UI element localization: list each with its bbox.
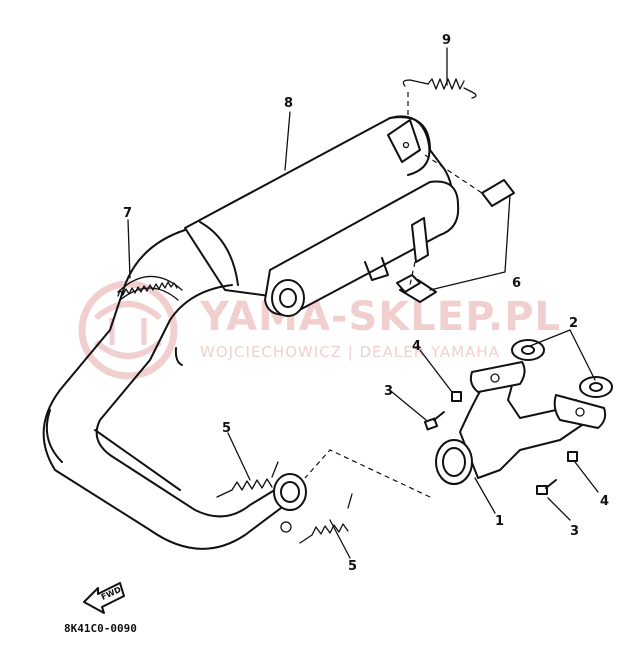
callout-labels: 9 8 7 6 2 4 3 5 4 1 3 5: [123, 33, 609, 574]
leader-lines: [127, 47, 599, 559]
callout-5-upper: 5: [222, 421, 231, 436]
part-3-bolt-lower: [536, 479, 557, 495]
callout-9: 9: [442, 33, 451, 48]
leader-bracket-damper: [409, 261, 416, 286]
callout-2: 2: [569, 316, 578, 331]
callout-3-lower: 3: [570, 524, 579, 539]
part-4-nut-lower: [567, 451, 578, 462]
part-6-muffler: [184, 115, 460, 317]
callout-6: 8: [284, 96, 293, 111]
part-5-spring-upper: [216, 461, 279, 498]
part-1-manifold: [435, 361, 607, 485]
part-9-spring: [402, 78, 477, 99]
watermark-tagline: WOJCIECHOWICZ | DEALER YAMAHA: [200, 343, 500, 361]
callout-3-upper: 3: [384, 384, 393, 399]
watermark-logo-icon: [78, 280, 178, 380]
callout-4-upper: 4: [412, 339, 421, 354]
callout-1: 1: [495, 514, 504, 529]
front-arrow-icon: FWD: [83, 582, 125, 614]
diagram-code: 8K41C0-0090: [64, 622, 137, 635]
callout-7: 6: [512, 276, 521, 291]
part-7-damper: [396, 179, 515, 303]
part-4-nut-upper: [451, 391, 462, 402]
leader-muffler-damper: [424, 154, 486, 196]
watermark-brand: YAMA-SKLEP.PL: [199, 294, 561, 340]
part-3-bolt-upper: [423, 411, 445, 431]
part-2-gasket: [511, 339, 613, 398]
callout-4-lower: 4: [600, 494, 609, 509]
part-8-exhaust-pipe: [42, 229, 307, 550]
part-5-spring-lower: [299, 493, 353, 544]
callout-8: 7: [123, 206, 132, 221]
callout-5-lower: 5: [348, 559, 357, 574]
leader-pipe-manifold: [304, 449, 431, 498]
